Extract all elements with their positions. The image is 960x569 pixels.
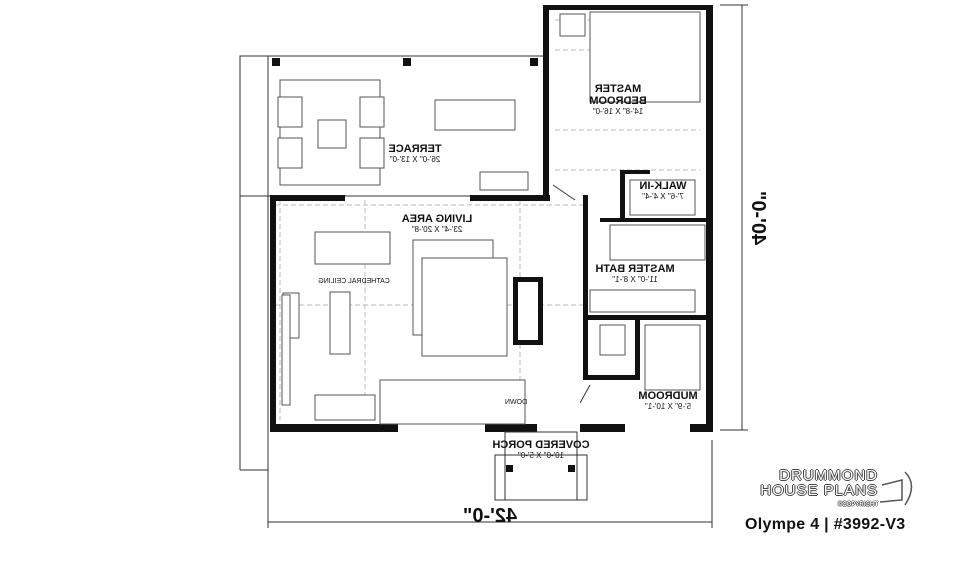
- room-size: 10'-0" X 5'-0": [518, 451, 564, 460]
- room-label: WALK-IN: [639, 180, 686, 192]
- room-label: MUDROOM: [638, 390, 697, 402]
- depth-dimension: 40'-0": [747, 191, 769, 245]
- room-label: MASTER BATH: [595, 263, 674, 275]
- logo-mark: [879, 471, 913, 506]
- room-label: COVERED PORCH: [492, 439, 589, 451]
- chair: [559, 13, 586, 37]
- plan-name: Olympe 4 | #3992-V3: [745, 516, 906, 533]
- cathedral-ceiling-note: CATHEDRAL CEILING: [318, 278, 390, 285]
- post: [272, 58, 280, 66]
- dimension-lines: [267, 4, 748, 528]
- room-label: BEDROOM: [589, 95, 646, 107]
- room-size: 14'-8" X 16'-0": [593, 107, 644, 116]
- logo-line: HOUSE PLANS: [760, 482, 878, 499]
- stairs-down-note: DOWN: [505, 399, 527, 406]
- walk-in-shelves: [629, 179, 696, 216]
- post: [530, 58, 538, 66]
- room-label: TERRACE: [388, 143, 441, 155]
- porch-steps: [494, 454, 588, 501]
- bed: [589, 11, 701, 103]
- width-dimension: 42'-0": [463, 505, 517, 527]
- copyright: ©COPYRIGHT: [837, 502, 878, 508]
- terrace-furniture: [277, 79, 529, 191]
- room-size: 7'-6" X 4'-4": [642, 192, 684, 201]
- room-size: 5'-9" X 10'-1": [645, 402, 691, 411]
- logo-line: DRUMMOND: [779, 467, 878, 484]
- room-label: LIVING AREA: [402, 213, 473, 225]
- room-size: 23'-4" X 20'-8": [412, 225, 463, 234]
- door-swing: [552, 184, 591, 404]
- walls: [270, 5, 713, 432]
- living-furniture: [281, 224, 706, 425]
- room-label: MASTER: [595, 83, 642, 95]
- room-size: 11'-0" X 8'-1": [612, 275, 658, 284]
- post: [506, 465, 513, 472]
- post: [568, 465, 575, 472]
- brand-logo: DRUMMOND HOUSE PLANS: [752, 468, 878, 498]
- post: [403, 58, 411, 66]
- room-size: 26'-0" X 13'-0": [390, 155, 441, 164]
